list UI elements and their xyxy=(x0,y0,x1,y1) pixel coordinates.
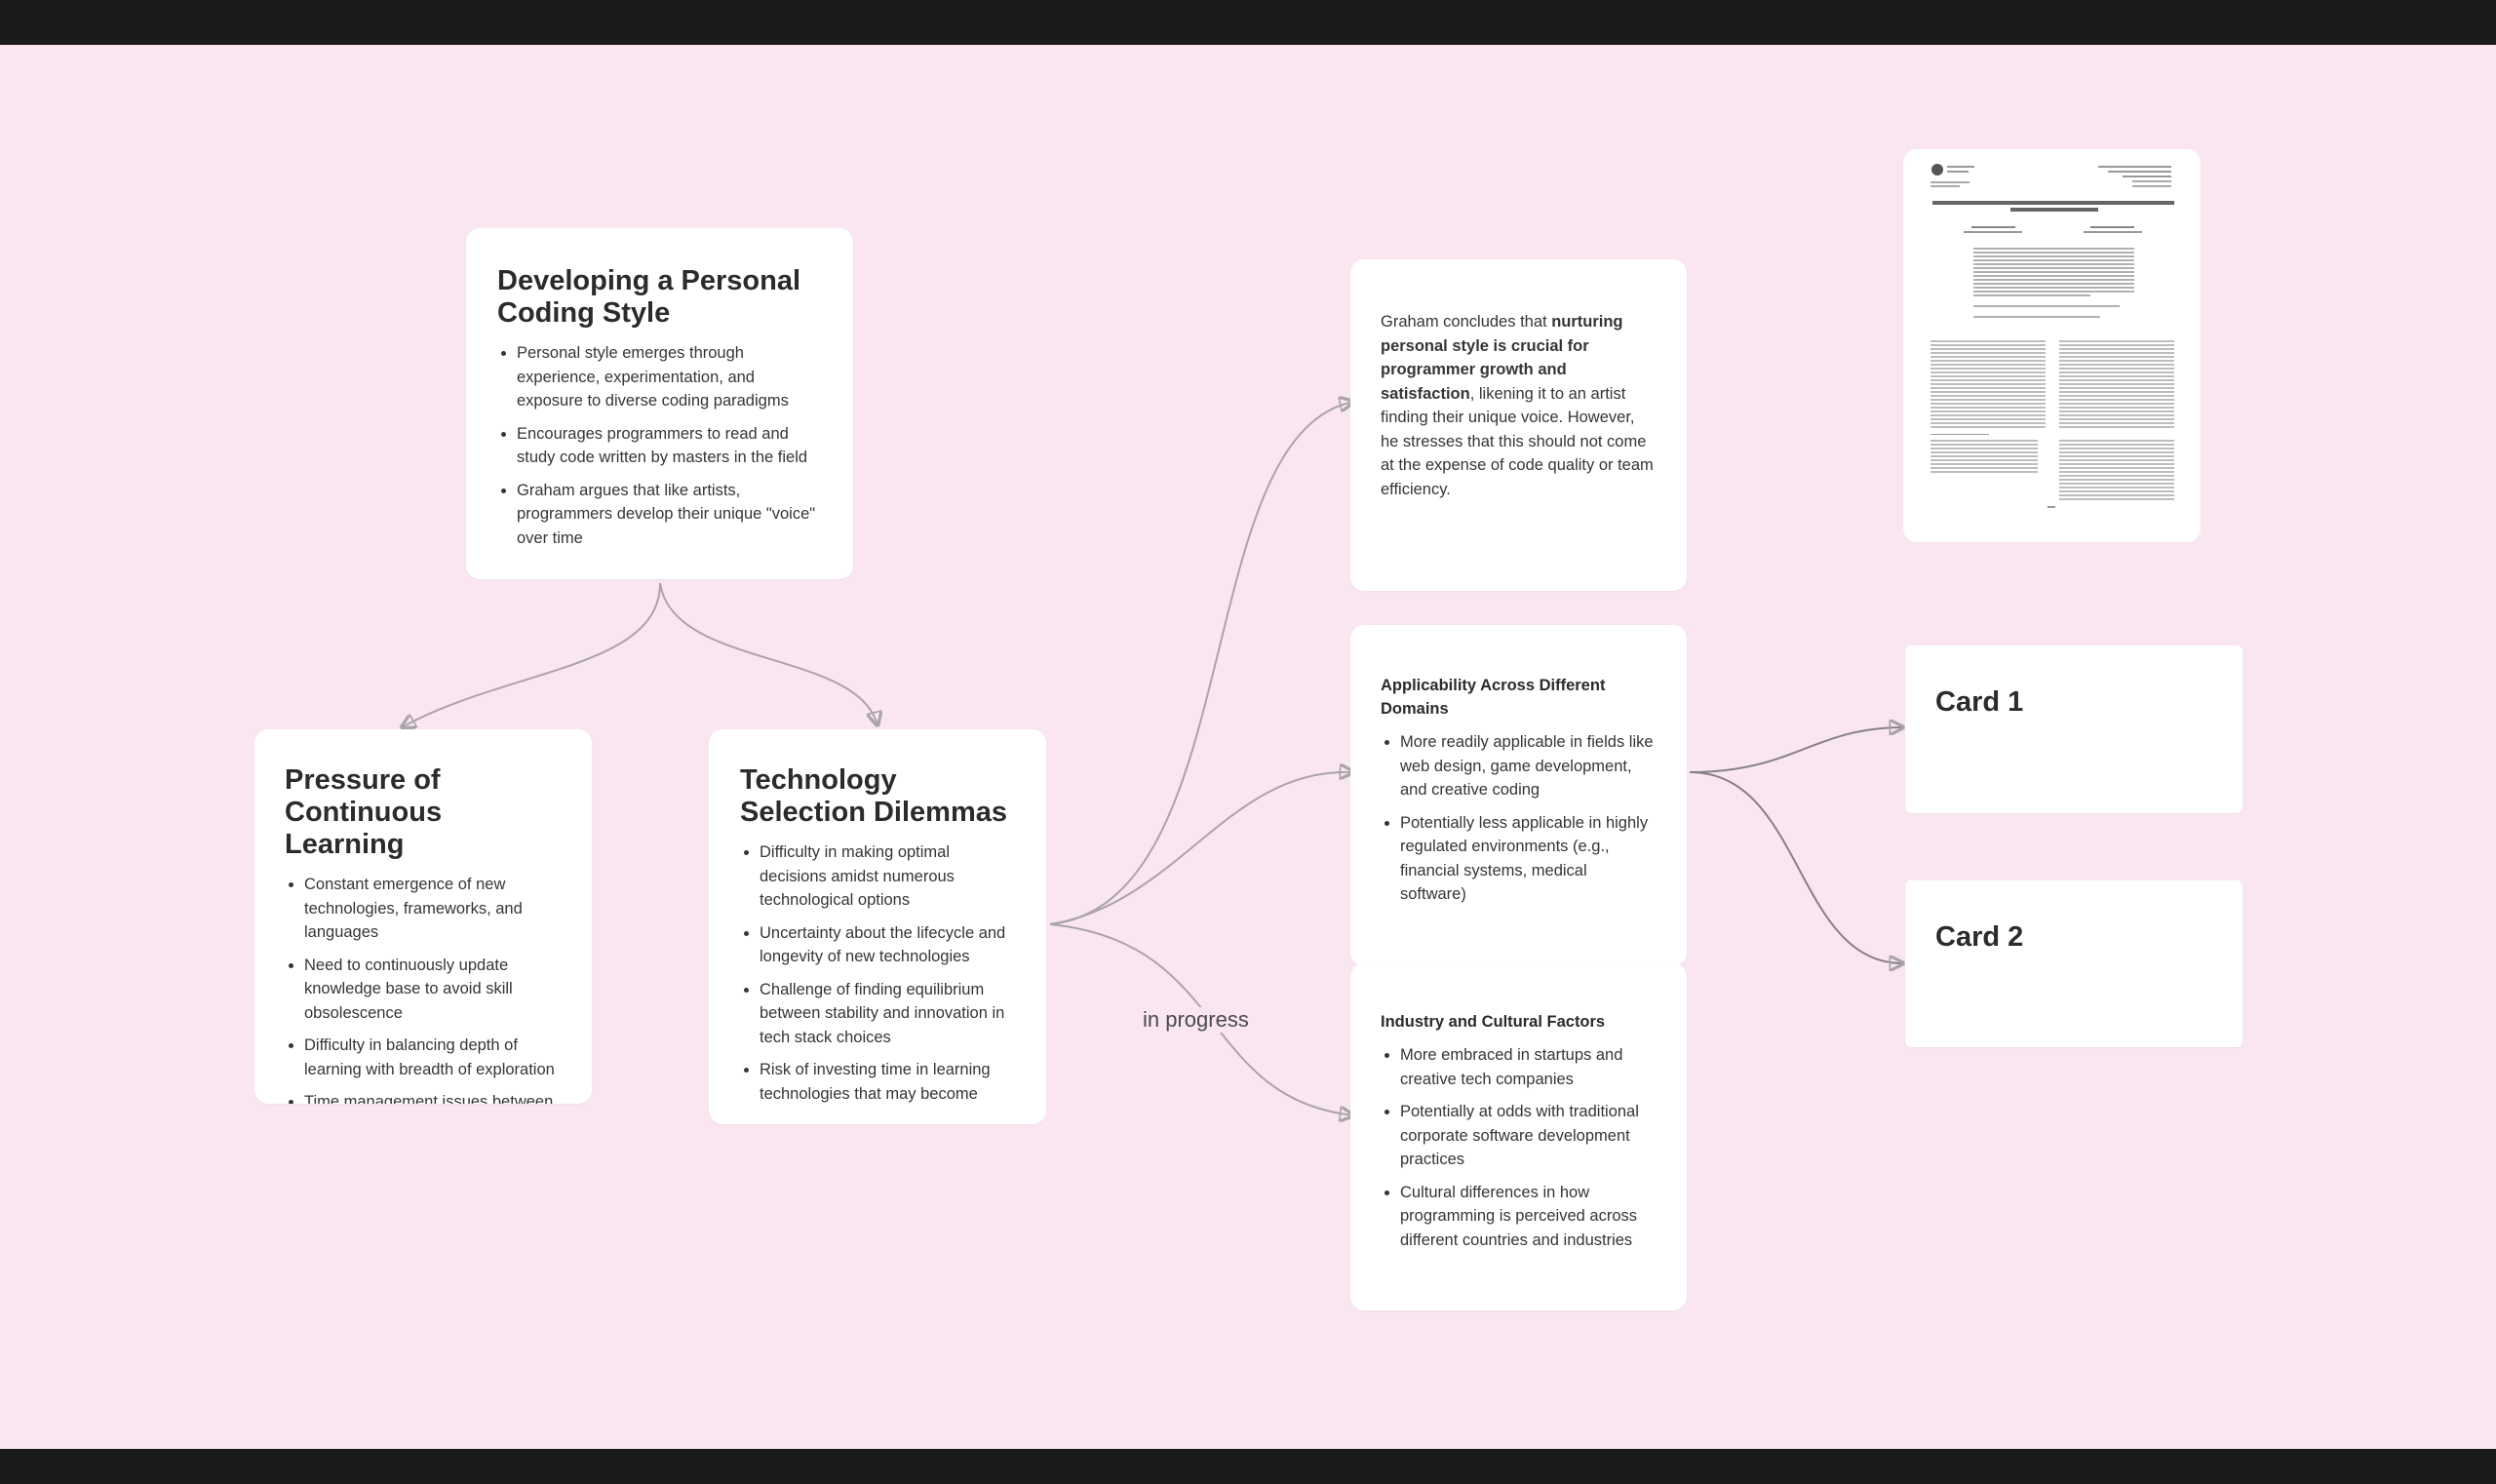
list-item: Challenge of finding equilibrium between… xyxy=(760,978,1019,1050)
card-2[interactable]: Card 2 xyxy=(1905,880,2242,1047)
document-page-preview xyxy=(1930,164,2174,508)
card-1[interactable]: Card 1 xyxy=(1905,645,2242,813)
bullet-list: More readily applicable in fields like w… xyxy=(1381,730,1658,907)
list-item: Graham argues that like artists, program… xyxy=(517,479,824,551)
edge-selection-to-applicability[interactable] xyxy=(1049,772,1353,925)
card-title: Applicability Across Different Domains xyxy=(1381,677,1606,718)
edge-selection-to-conclusion[interactable] xyxy=(1049,402,1353,925)
bullet-list: Personal style emerges through experienc… xyxy=(497,341,824,550)
list-item: Potentially at odds with traditional cor… xyxy=(1400,1100,1658,1172)
list-item: More readily applicable in fields like w… xyxy=(1400,730,1658,802)
list-item: Constant emergence of new technologies, … xyxy=(304,873,568,945)
bullet-list: More embraced in startups and creative t… xyxy=(1381,1043,1658,1252)
list-item: Personal style emerges through experienc… xyxy=(517,341,824,413)
list-item: Cultural differences in how programming … xyxy=(1400,1181,1658,1253)
edge-label-in-progress[interactable]: in progress xyxy=(1139,1007,1253,1033)
card-conclusion[interactable]: Graham concludes that nurturing personal… xyxy=(1350,259,1687,591)
edge-style-to-learning[interactable] xyxy=(402,582,661,727)
card-title: Industry and Cultural Factors xyxy=(1381,1013,1606,1031)
list-item: Encourages programmers to read and study… xyxy=(517,422,824,470)
edge-applicability-to-card2[interactable] xyxy=(1689,771,1903,963)
list-item: Difficulty in balancing depth of learnin… xyxy=(304,1034,568,1081)
card-title: Card 1 xyxy=(1935,686,2024,718)
card-industry-cultural[interactable]: Industry and Cultural Factors More embra… xyxy=(1350,963,1687,1310)
whiteboard-canvas[interactable]: in progress Developing a Personal Coding… xyxy=(0,45,2496,1449)
card-continuous-learning[interactable]: Pressure of Continuous Learning Constant… xyxy=(254,729,592,1104)
list-item: Difficulty in making optimal decisions a… xyxy=(760,840,1019,913)
bullet-list: Constant emergence of new technologies, … xyxy=(285,873,568,1104)
list-item: Need to continuously update knowledge ba… xyxy=(304,954,568,1026)
document-thumbnail[interactable] xyxy=(1903,149,2201,542)
list-item: Time management issues between xyxy=(304,1090,568,1104)
list-item: More embraced in startups and creative t… xyxy=(1400,1043,1658,1091)
card-title: Technology Selection Dilemmas xyxy=(740,764,1007,828)
card-title: Card 2 xyxy=(1935,921,2024,953)
card-title: Pressure of Continuous Learning xyxy=(285,764,443,860)
card-applicability[interactable]: Applicability Across Different Domains M… xyxy=(1350,625,1687,966)
card-personal-coding-style[interactable]: Developing a Personal Coding Style Perso… xyxy=(466,228,853,579)
card-title: Developing a Personal Coding Style xyxy=(497,265,801,329)
bullet-list: Difficulty in making optimal decisions a… xyxy=(740,840,1019,1106)
card-technology-selection[interactable]: Technology Selection Dilemmas Difficulty… xyxy=(709,729,1046,1124)
edge-style-to-selection[interactable] xyxy=(659,582,878,725)
list-item: Potentially less applicable in highly re… xyxy=(1400,811,1658,907)
conclusion-text: Graham concludes that nurturing personal… xyxy=(1381,313,1654,498)
edge-applicability-to-card1[interactable] xyxy=(1689,727,1903,773)
list-item: Risk of investing time in learning techn… xyxy=(760,1058,1019,1106)
list-item: Uncertainty about the lifecycle and long… xyxy=(760,921,1019,969)
